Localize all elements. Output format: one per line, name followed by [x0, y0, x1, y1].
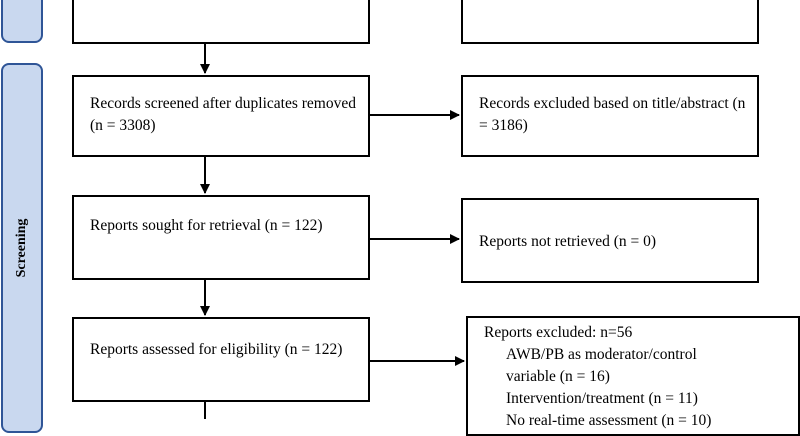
- reports-sought-box: Reports sought for retrieval (n = 122): [72, 195, 370, 280]
- records-excluded-text: Records excluded based on title/abstract…: [479, 95, 746, 134]
- identification-side-box: [461, 0, 759, 44]
- flow-arrows: [200, 44, 465, 419]
- stage-bar-top: [1, 0, 43, 43]
- records-screened-box: Records screened after duplicates remove…: [72, 75, 370, 157]
- reports-not-retrieved-text: Reports not retrieved (n = 0): [479, 233, 657, 250]
- reports-excluded-heading: Reports excluded: n=56: [484, 324, 633, 341]
- reports-not-retrieved-box: Reports not retrieved (n = 0): [461, 198, 759, 283]
- exclusion-reason: variable (n = 16): [506, 368, 610, 385]
- identification-box: [72, 0, 370, 44]
- reports-sought-text: Reports sought for retrieval (n = 122): [90, 217, 323, 234]
- reports-assessed-box: Reports assessed for eligibility (n = 12…: [72, 317, 370, 402]
- records-excluded-box: Records excluded based on title/abstract…: [461, 75, 759, 157]
- reports-excluded-box: Reports excluded: n=56 AWB/PB as moderat…: [466, 316, 800, 436]
- records-screened-text: Records screened after duplicates remove…: [90, 95, 356, 134]
- reports-assessed-text: Reports assessed for eligibility (n = 12…: [90, 341, 343, 358]
- stage-bar-screening: Screening: [1, 63, 43, 433]
- exclusion-reason: AWB/PB as moderator/control: [506, 346, 697, 363]
- exclusion-reason: Intervention/treatment (n = 11): [506, 390, 698, 407]
